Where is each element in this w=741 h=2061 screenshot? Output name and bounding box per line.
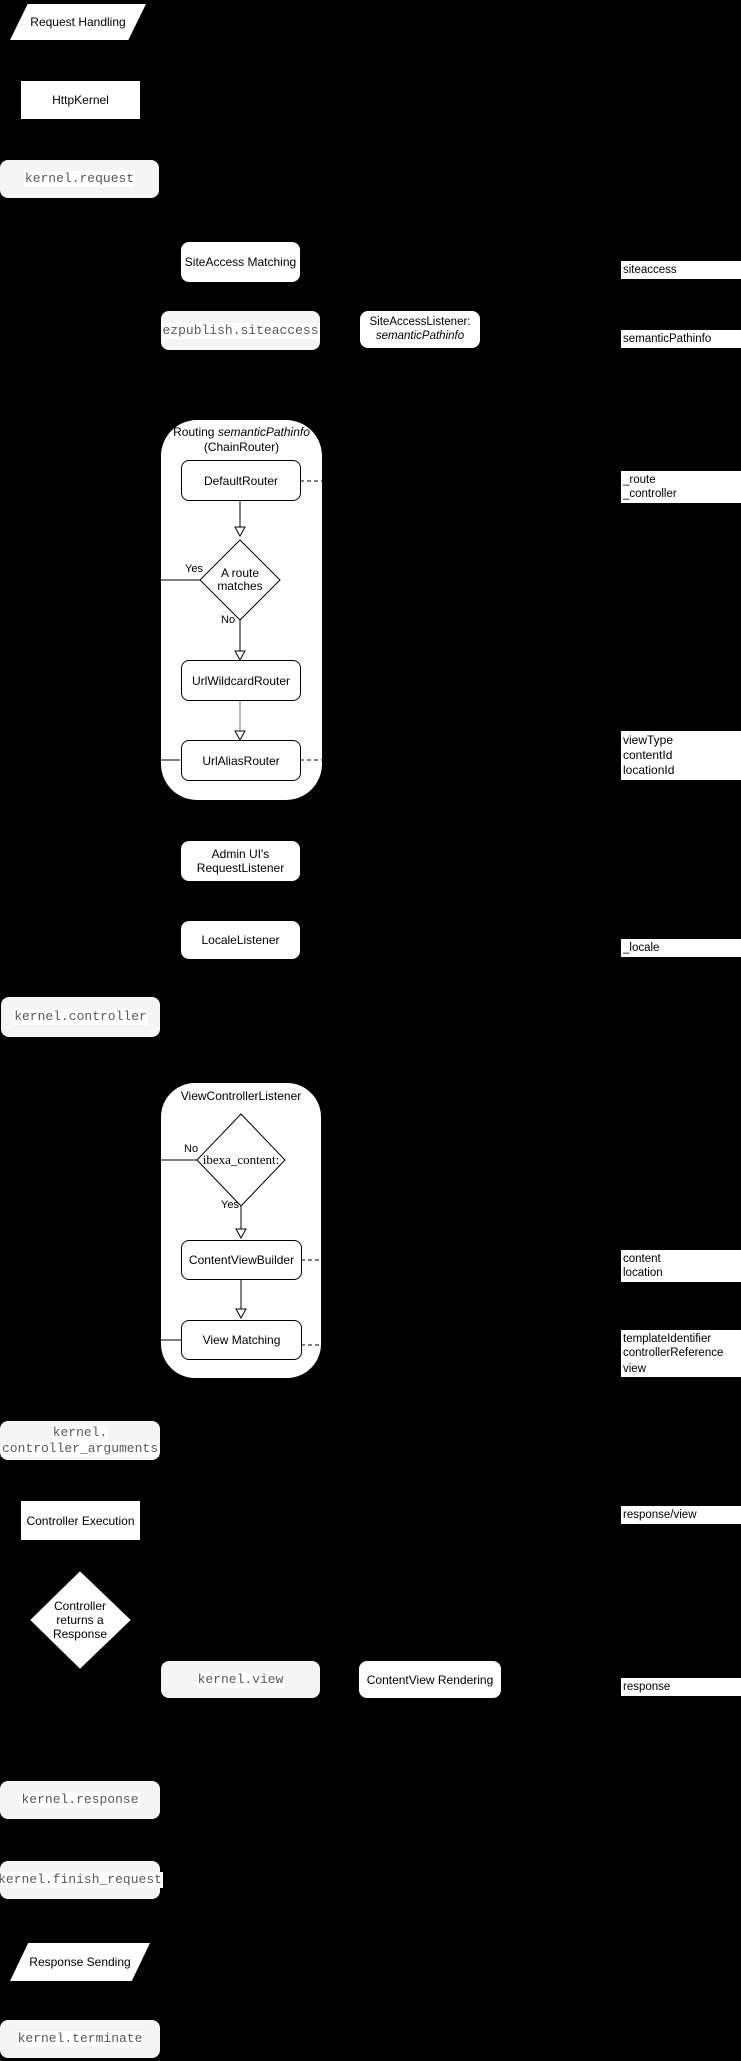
route-param: _route xyxy=(623,474,656,486)
view-params-bar: viewType contentId locationId xyxy=(621,731,741,780)
view-type-param: viewType xyxy=(623,733,674,747)
default-router-node: DefaultRouter xyxy=(181,460,301,501)
http-kernel-label: HttpKernel xyxy=(52,93,109,107)
start-label: Request Handling xyxy=(30,15,126,29)
content-view-rendering-node: ContentView Rendering xyxy=(359,1661,501,1698)
ezpublish-siteaccess-label: ezpublish.siteaccess xyxy=(161,322,320,339)
location-id-param: locationId xyxy=(623,763,675,777)
controller-reference-param: controllerReference xyxy=(623,1347,724,1359)
routing-title-line2: (ChainRouter) xyxy=(203,440,280,454)
routing-title: Routing semanticPathinfo (ChainRouter) xyxy=(161,425,322,455)
routing-title-prefix: Routing xyxy=(173,425,215,439)
semantic-pathinfo-param: semanticPathinfo xyxy=(623,333,712,345)
kernel-request-label: kernel.request xyxy=(23,171,136,187)
controller-execution-label: Controller Execution xyxy=(26,1513,135,1528)
ezpublish-siteaccess-event: ezpublish.siteaccess xyxy=(161,311,320,350)
route-matches-line1: A route xyxy=(220,565,260,580)
view-param-bar: view xyxy=(621,1361,741,1377)
kernel-response-event: kernel.response xyxy=(0,1781,160,1819)
locale-listener-node: LocaleListener xyxy=(181,921,300,959)
location-param: location xyxy=(623,1267,663,1279)
kernel-view-event: kernel.view xyxy=(161,1661,320,1698)
locale-param-bar: _locale xyxy=(621,939,741,957)
response-view-param: response/view xyxy=(623,1509,697,1521)
route-controller-param-bar: _route _controller xyxy=(621,471,741,503)
routing-title-italic: semanticPathinfo xyxy=(217,425,310,439)
admin-ui-line2: RequestListener xyxy=(196,861,285,875)
template-identifier-param: templateIdentifier xyxy=(623,1333,712,1345)
controller-returns-line3: Response xyxy=(52,1627,108,1641)
route-matches-line2: matches xyxy=(217,579,263,593)
controller-returns-line1: Controller xyxy=(53,1599,107,1613)
semantic-pathinfo-param-bar: semanticPathinfo xyxy=(621,330,741,348)
kernel-view-label: kernel.view xyxy=(196,1671,285,1688)
content-view-builder-label: ContentViewBuilder xyxy=(188,1253,295,1267)
view-param: view xyxy=(623,1363,647,1375)
response-sending-terminator: Response Sending xyxy=(10,1943,150,1981)
controller-param: _controller xyxy=(623,488,677,500)
url-alias-router-label: UrlAliasRouter xyxy=(202,753,280,768)
route-matches-decision-label: A route matches xyxy=(200,552,280,608)
ibexa-content-label: ibexa_content: xyxy=(202,1152,280,1168)
admin-ui-line1: Admin UI's xyxy=(211,847,270,861)
view-controller-no-label: No xyxy=(184,1143,199,1155)
routing-yes-label: Yes xyxy=(185,563,203,575)
siteaccess-matching-label: SiteAccess Matching xyxy=(184,255,297,269)
kernel-controller-event: kernel.controller xyxy=(1,997,160,1037)
siteaccess-listener-line2: semanticPathinfo xyxy=(375,329,465,342)
siteaccess-matching-node: SiteAccess Matching xyxy=(181,242,300,282)
view-matching-node: View Matching xyxy=(181,1320,302,1360)
kernel-controller-arguments-event: kernel. controller_arguments xyxy=(0,1421,160,1460)
siteaccess-param: siteaccess xyxy=(623,264,677,276)
url-wildcard-router-label: UrlWildcardRouter xyxy=(191,673,291,688)
kernel-request-event: kernel.request xyxy=(0,160,159,198)
kernel-terminate-event: kernel.terminate xyxy=(0,2020,160,2058)
content-id-param: contentId xyxy=(623,748,673,762)
content-location-param-bar: content location xyxy=(621,1250,741,1282)
start-terminator: Request Handling xyxy=(10,4,146,40)
template-controller-param-bar: templateIdentifier controllerReference xyxy=(621,1330,741,1362)
response-sending-label: Response Sending xyxy=(29,1955,131,1969)
kernel-terminate-label: kernel.terminate xyxy=(16,2031,144,2047)
kernel-finish-request-label: kernel.finish_request xyxy=(0,1872,163,1888)
siteaccess-listener-node: SiteAccessListener: semanticPathinfo xyxy=(360,311,480,348)
locale-param: _locale xyxy=(623,942,660,954)
kernel-controller-arguments-line2: controller_arguments xyxy=(0,1440,160,1457)
locale-listener-label: LocaleListener xyxy=(201,933,280,947)
view-controller-listener-title: ViewControllerListener xyxy=(161,1089,321,1104)
view-matching-label: View Matching xyxy=(202,1333,281,1347)
ibexa-content-decision-label: ibexa_content: xyxy=(193,1146,289,1174)
url-wildcard-router-node: UrlWildcardRouter xyxy=(181,660,301,701)
content-param: content xyxy=(623,1253,661,1265)
default-router-label: DefaultRouter xyxy=(203,473,279,488)
view-controller-yes-label: Yes xyxy=(221,1199,239,1211)
controller-returns-response-label: Controller returns a Response xyxy=(31,1572,129,1668)
siteaccess-param-bar: siteaccess xyxy=(621,261,741,279)
response-param: response xyxy=(623,1681,671,1693)
controller-execution-node: Controller Execution xyxy=(21,1501,140,1540)
content-view-builder-node: ContentViewBuilder xyxy=(181,1240,302,1280)
response-param-bar: response xyxy=(621,1678,741,1696)
response-view-param-bar: response/view xyxy=(621,1506,741,1524)
kernel-controller-label: kernel.controller xyxy=(13,1009,148,1025)
http-kernel-node: HttpKernel xyxy=(21,81,140,119)
admin-ui-request-listener-node: Admin UI's RequestListener xyxy=(181,841,300,881)
controller-returns-line2: returns a xyxy=(56,1613,104,1627)
routing-no-label: No xyxy=(221,614,236,626)
kernel-controller-arguments-line1: kernel. xyxy=(51,1424,109,1441)
view-controller-title-label: ViewControllerListener xyxy=(180,1089,302,1103)
kernel-response-label: kernel.response xyxy=(20,1792,140,1808)
url-alias-router-node: UrlAliasRouter xyxy=(181,740,301,781)
siteaccess-listener-line1: SiteAccessListener: xyxy=(369,316,471,328)
content-view-rendering-label: ContentView Rendering xyxy=(366,1672,494,1687)
kernel-finish-request-event: kernel.finish_request xyxy=(0,1861,163,1899)
